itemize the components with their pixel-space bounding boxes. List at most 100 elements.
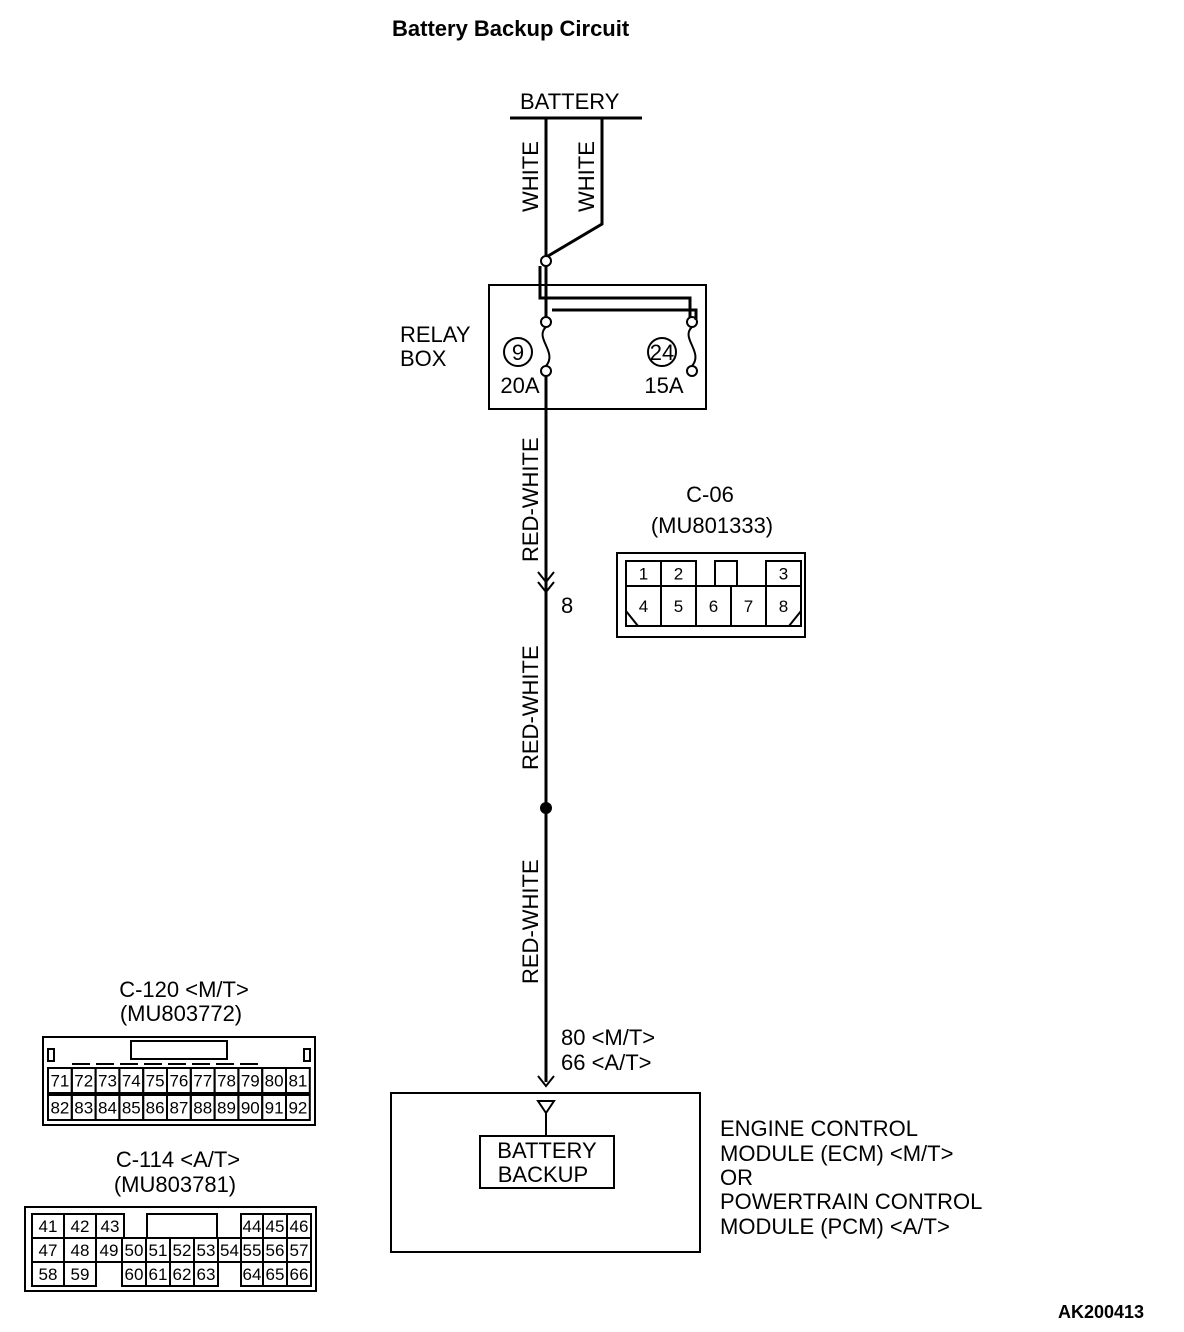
c120-pin: 72: [74, 1072, 93, 1091]
c114-name: C-114 <A/T>: [116, 1147, 240, 1172]
c06-pin: 8: [779, 597, 788, 616]
c06-chamfer-right: [788, 610, 802, 627]
c120-pin: 84: [98, 1099, 117, 1118]
bus-wire-inner: [552, 308, 698, 320]
c120-guide-left: [47, 1048, 55, 1062]
splice-point: [540, 802, 552, 814]
c06-pin: 4: [639, 597, 648, 616]
fuse-24-element: [687, 326, 697, 367]
c06-pin: 5: [674, 597, 683, 616]
c114-pin: 65: [266, 1265, 285, 1284]
c06-name: C-06: [686, 482, 734, 507]
module-input-arrow: [536, 1100, 556, 1115]
c120-pin-cell: [285, 1067, 311, 1094]
c06-key: [714, 560, 738, 587]
module-desc-3: OR: [720, 1165, 753, 1190]
c114-pin: 51: [149, 1241, 168, 1260]
fuse-9-rating: 20A: [500, 373, 539, 398]
wire-color-seg3: RED-WHITE: [518, 859, 543, 984]
fuse-24-badge: [647, 337, 677, 367]
c120-pin: 77: [193, 1072, 212, 1091]
fuse-24-rating: 15A: [644, 373, 683, 398]
bus-wire-top: [538, 266, 692, 318]
c114-pin: 66: [290, 1265, 309, 1284]
c114-pin: 43: [101, 1217, 120, 1236]
c06-housing: [616, 552, 806, 638]
c120-pin: 74: [122, 1072, 141, 1091]
connector-arrow-lower: [537, 581, 555, 594]
wire-color-white-right: WHITE: [574, 141, 599, 212]
fuse-9-number: 9: [512, 340, 524, 365]
c114-pin: 41: [39, 1217, 58, 1236]
c114-pin: 60: [125, 1265, 144, 1284]
c120-pin: 73: [98, 1072, 117, 1091]
c120-pin: 80: [265, 1072, 284, 1091]
c114-lock-tab: [146, 1213, 218, 1239]
c114-pin: 62: [173, 1265, 192, 1284]
wire-color-seg2: RED-WHITE: [518, 645, 543, 770]
c120-part: (MU803772): [120, 1001, 242, 1026]
c114-pin: 45: [266, 1217, 285, 1236]
c120-lock-tab: [130, 1040, 228, 1060]
c114-pin: 52: [173, 1241, 192, 1260]
c114-pin: 46: [290, 1217, 309, 1236]
c06-pin-cell: [765, 585, 802, 627]
c114-pin-cell: [63, 1261, 97, 1287]
fuse-9-terminal-top: [540, 316, 552, 328]
c120-pin: 81: [288, 1072, 307, 1091]
figure-id: AK200413: [1058, 1302, 1144, 1322]
c120-pin: 87: [169, 1099, 188, 1118]
c114-pin: 42: [71, 1217, 90, 1236]
c114-pin: 56: [266, 1241, 285, 1260]
c120-pin-cell: [285, 1094, 311, 1121]
c114-pin: 50: [125, 1241, 144, 1260]
module-desc-5: MODULE (PCM) <A/T>: [720, 1214, 950, 1239]
c114-pin: 55: [243, 1241, 262, 1260]
battery-label: BATTERY: [520, 89, 620, 114]
c114-part: (MU803781): [114, 1172, 236, 1197]
c114-pin: 53: [197, 1241, 216, 1260]
c06-chamfer-left: [625, 610, 639, 627]
c114-pin: 54: [220, 1241, 239, 1260]
c06-pin: 7: [744, 597, 753, 616]
ecm-connector-arrow: [537, 1075, 555, 1088]
fuse-9-element: [541, 326, 551, 367]
fuse-24-terminal-bottom: [686, 365, 698, 377]
c120-pin: 86: [146, 1099, 165, 1118]
c114-pin: 63: [197, 1265, 216, 1284]
c06-part: (MU801333): [651, 513, 773, 538]
relay-box-label-1: RELAY: [400, 322, 471, 347]
fuse-9-badge: [503, 337, 533, 367]
c114-pin: 57: [290, 1241, 309, 1260]
wire-color-seg1: RED-WHITE: [518, 437, 543, 562]
c114-pin: 48: [71, 1241, 90, 1260]
c114-housing: [24, 1206, 317, 1292]
c114-pin: 44: [243, 1217, 262, 1236]
c114-pin: 61: [149, 1265, 168, 1284]
c120-pin: 83: [74, 1099, 93, 1118]
module-box: [390, 1092, 701, 1253]
fuse-9-terminal-bottom: [540, 365, 552, 377]
c120-pin: 78: [217, 1072, 236, 1091]
module-desc-4: POWERTRAIN CONTROL: [720, 1189, 982, 1214]
connector-arrow-upper: [537, 571, 555, 584]
ecm-pin-mt: 80 <M/T>: [561, 1025, 655, 1050]
c06-pin: 2: [674, 565, 683, 584]
c120-pin: 79: [241, 1072, 260, 1091]
c120-pin: 75: [146, 1072, 165, 1091]
c120-pin: 76: [169, 1072, 188, 1091]
c120-pin: 71: [50, 1072, 69, 1091]
c114-pin: 64: [243, 1265, 262, 1284]
battery-wire-right: [547, 118, 604, 258]
c120-pin: 88: [193, 1099, 212, 1118]
c120-pin: 90: [241, 1099, 260, 1118]
module-desc-1: ENGINE CONTROL: [720, 1116, 918, 1141]
c120-pin: 85: [122, 1099, 141, 1118]
module-desc-2: MODULE (ECM) <M/T>: [720, 1141, 953, 1166]
c120-housing: [42, 1036, 316, 1126]
c114-pin-cell: [286, 1261, 312, 1287]
